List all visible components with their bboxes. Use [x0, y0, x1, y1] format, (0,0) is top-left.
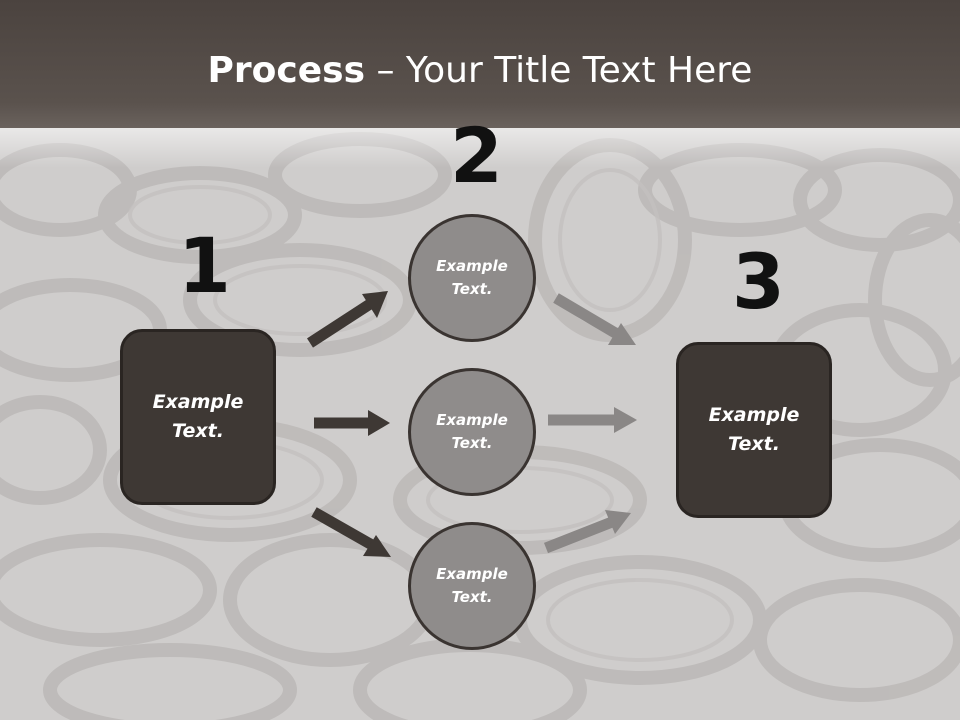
arrow-top-to-3 [553, 293, 620, 339]
circle-top-line1: Example [436, 257, 508, 275]
title-band-fade [0, 128, 960, 168]
circle-top-line2: Text. [451, 280, 493, 298]
arrow-1-to-middle-head [368, 410, 390, 436]
circle-middle-line1: Example [436, 411, 508, 429]
step-3-box: Example Text. [676, 342, 832, 518]
slide-title-rest: – Your Title Text Here [365, 50, 753, 91]
step-1-box-text: Example Text. [153, 388, 244, 446]
circle-bottom-line1: Example [436, 565, 508, 583]
circle-bottom-text: Example Text. [436, 563, 508, 609]
circle-middle-text: Example Text. [436, 409, 508, 455]
circle-middle-line2: Text. [451, 434, 493, 452]
slide-title-bold: Process [207, 50, 366, 91]
arrow-1-to-bottom [311, 507, 375, 550]
step-2-circle-middle: Example Text. [408, 368, 536, 496]
step-1-box-line2: Text. [172, 420, 224, 442]
slide-title: Process – Your Title Text Here [0, 50, 960, 91]
step-2-circle-bottom: Example Text. [408, 522, 536, 650]
step-number-3: 3 [732, 237, 785, 326]
step-3-box-text: Example Text. [709, 401, 800, 459]
circle-bottom-line2: Text. [451, 588, 493, 606]
title-band [0, 0, 960, 128]
arrow-1-to-bottom-head [363, 535, 391, 557]
arrow-1-to-top [307, 299, 373, 348]
arrow-top-to-3-head [608, 323, 636, 345]
step-3-box-line1: Example [708, 404, 800, 426]
arrow-middle-to-3-head [614, 407, 637, 433]
step-number-1: 1 [178, 221, 231, 310]
step-2-circle-top: Example Text. [408, 214, 536, 342]
step-1-box: Example Text. [120, 329, 276, 505]
step-number-2: 2 [450, 111, 503, 200]
step-3-box-line2: Text. [728, 433, 780, 455]
arrow-bottom-to-3 [543, 516, 615, 554]
circle-top-text: Example Text. [436, 255, 508, 301]
arrow-1-to-top-head [362, 291, 388, 318]
step-1-box-line1: Example [152, 391, 244, 413]
arrow-bottom-to-3-head [605, 510, 631, 534]
